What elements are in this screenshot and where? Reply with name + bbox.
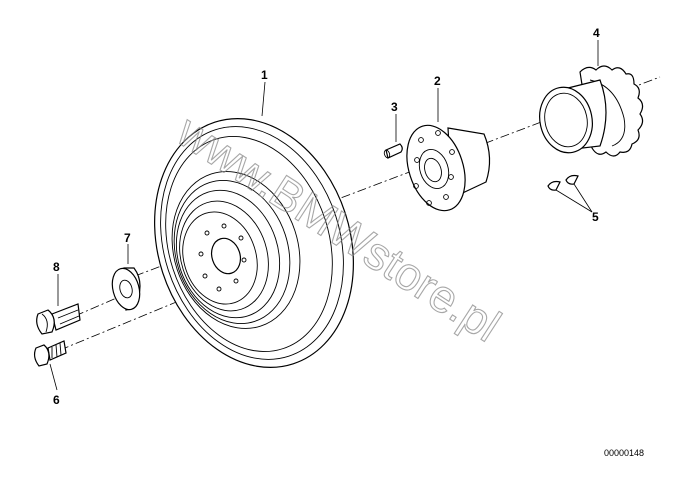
callout-6: 6 <box>53 393 60 407</box>
callout-2: 2 <box>434 74 441 88</box>
pulley-vibration-damper <box>154 118 354 368</box>
callout-7: 7 <box>124 231 131 245</box>
woodruff-keys <box>547 174 579 191</box>
leader-1 <box>261 81 266 117</box>
leader-5a <box>555 189 593 213</box>
callout-5: 5 <box>592 210 599 224</box>
leader-6 <box>49 363 58 391</box>
callout-4: 4 <box>593 26 600 40</box>
callout-8: 8 <box>53 260 60 274</box>
leader-5b <box>573 183 593 213</box>
callout-3: 3 <box>391 100 398 114</box>
hub <box>406 124 491 212</box>
image-code: 00000148 <box>604 448 644 458</box>
washer <box>111 267 141 311</box>
hex-bolt-lower <box>33 340 67 367</box>
hex-bolt-upper <box>36 303 81 335</box>
sprocket <box>539 65 644 157</box>
callout-1: 1 <box>261 68 268 82</box>
dowel-pin <box>383 143 403 159</box>
